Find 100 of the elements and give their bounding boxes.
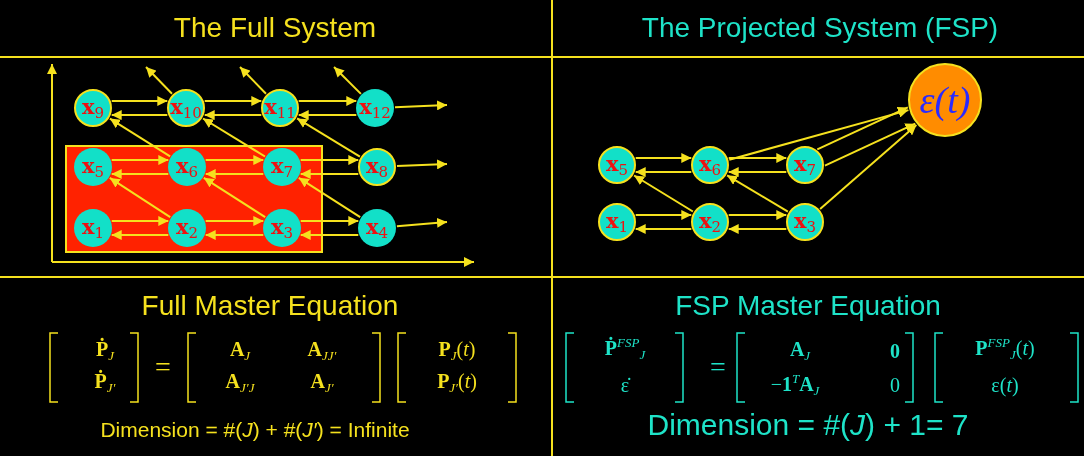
state-label: x$_{1}$ (81, 215, 105, 241)
arrow (726, 174, 789, 213)
matrix-entry: Ṗ$_{J}$ (96, 338, 114, 364)
state-circle (691, 146, 729, 184)
state-circle (358, 209, 396, 247)
matrix-entry: 0 (890, 374, 900, 396)
matrix-entry: ε̇ (620, 374, 630, 396)
state-circle (74, 209, 112, 247)
arrow (108, 117, 172, 158)
state-label: x$_{7}$ (270, 154, 294, 180)
state-label: x$_{9}$ (81, 95, 105, 121)
arrow (634, 153, 693, 163)
state-label: x$_{7}$ (793, 152, 817, 178)
arrow (110, 230, 170, 240)
arrow (203, 110, 263, 120)
arrow (204, 230, 265, 240)
state-label: x$_{11}$ (264, 95, 296, 121)
arrow (727, 224, 788, 234)
matrix-entry: A$_{J}$ (789, 338, 811, 364)
arrow (204, 169, 265, 179)
arrow (108, 176, 172, 219)
state-circle (356, 89, 394, 127)
arrow (202, 117, 266, 158)
panel-heading: FSP Master Equation (675, 292, 941, 320)
state-label: x$_{12}$ (359, 95, 391, 121)
arrow (110, 96, 169, 106)
equals-sign: = (710, 351, 726, 383)
arrow (110, 110, 169, 120)
arrow (633, 174, 694, 213)
arrow (145, 66, 173, 95)
arrow (727, 167, 788, 177)
state-circle (167, 89, 205, 127)
arrow (299, 216, 360, 226)
arrow (239, 66, 267, 95)
matrix-entry: A$_{JJ′}$ (307, 338, 337, 364)
state-label: x$_{6}$ (175, 154, 199, 180)
state-circle (74, 148, 112, 186)
state-circle (786, 146, 824, 184)
state-label: x$_{6}$ (698, 152, 722, 178)
arrow (297, 176, 362, 219)
arrow (110, 216, 170, 226)
error-label: ε(t) (919, 81, 971, 119)
arrow (296, 117, 361, 158)
arrow (110, 169, 170, 179)
arrow (634, 210, 693, 220)
arrow (728, 107, 910, 161)
arrow (204, 216, 265, 226)
arrow (396, 159, 448, 170)
matrix-entry: P$^{FSP}$$_{J}$(t) (975, 336, 1035, 362)
arrow (333, 66, 362, 95)
state-label: x$_{5}$ (605, 152, 629, 178)
arrow (203, 96, 263, 106)
state-label: x$_{4}$ (365, 215, 389, 241)
state-circle (598, 146, 636, 184)
state-circle (263, 148, 301, 186)
arrow (299, 169, 360, 179)
state-circle (261, 89, 299, 127)
state-label: x$_{8}$ (365, 154, 389, 180)
panel-heading: The Projected System (FSP) (641, 14, 999, 42)
arrow (819, 124, 918, 210)
arrow (110, 155, 170, 165)
arrow (202, 176, 267, 219)
state-label: x$_{3}$ (793, 209, 817, 235)
matrix-entry: A$_{J}$ (229, 338, 251, 364)
state-circle (74, 89, 112, 127)
arrow (634, 167, 693, 177)
state-label: x$_{10}$ (170, 95, 202, 121)
arrow (823, 122, 917, 167)
state-label: x$_{1}$ (605, 209, 629, 235)
equals-sign: = (155, 351, 171, 383)
state-circle (168, 148, 206, 186)
dimension-formula: Dimension = #(J) + #(J′) = Infinite (100, 418, 410, 442)
arrow (395, 217, 448, 228)
arrow (204, 155, 265, 165)
matrix-entry: ε(t) (991, 374, 1019, 396)
arrow (299, 155, 360, 165)
region-box (65, 145, 323, 253)
arrow (299, 230, 360, 240)
state-label: x$_{5}$ (81, 154, 105, 180)
arrow (297, 96, 358, 106)
matrix-entry: P$_{J}$(t) (438, 338, 476, 364)
panel-heading: The Full System (173, 14, 377, 42)
matrix-entry: 0 (890, 340, 900, 362)
state-label: x$_{2}$ (175, 215, 199, 241)
state-circle (786, 203, 824, 241)
arrow (816, 106, 909, 151)
arrow (394, 100, 448, 111)
matrix-entry: P$_{J′}$(t) (437, 370, 477, 396)
panel-heading: Full Master Equation (141, 292, 399, 320)
arrow (727, 153, 788, 163)
state-circle (168, 209, 206, 247)
arrow (727, 210, 788, 220)
state-circle (598, 203, 636, 241)
state-label: x$_{3}$ (270, 215, 294, 241)
state-circle (358, 148, 396, 186)
state-label: x$_{2}$ (698, 209, 722, 235)
arrow (634, 224, 693, 234)
matrix-entry: A$_{J′J}$ (225, 370, 255, 396)
arrow (297, 110, 358, 120)
matrix-entry: −1$^{T}$A$_{J}$ (770, 372, 820, 398)
